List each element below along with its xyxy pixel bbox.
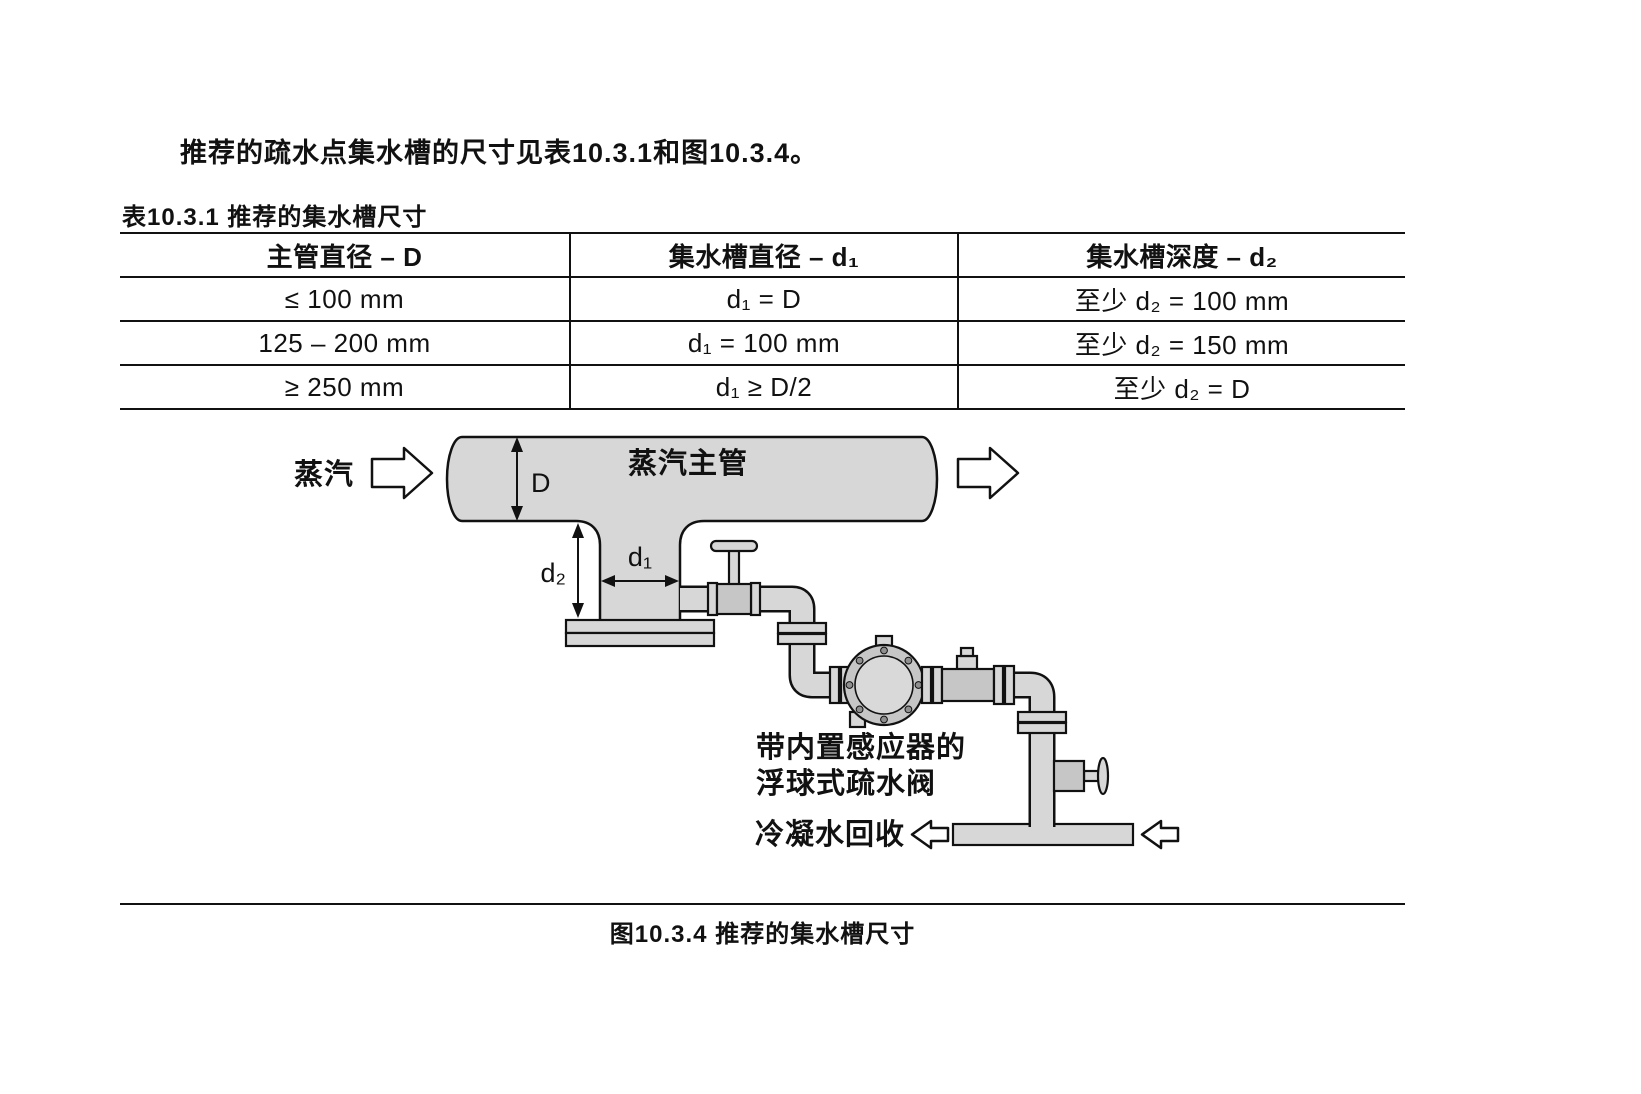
intro-paragraph: 推荐的疏水点集水槽的尺寸见表10.3.1和图10.3.4。 — [180, 138, 819, 168]
drain-pocket-fill — [576, 521, 704, 620]
header-pocket-depth: 集水槽深度 – d₂ — [957, 232, 1405, 278]
table-cell: 至少 d₂ = 100 mm — [957, 277, 1405, 322]
condensate-arrow-right — [1140, 819, 1180, 850]
side-valve — [1052, 756, 1110, 796]
steam-main-pipe-outline — [445, 435, 939, 523]
dimension-d2-arrow: d₂ — [541, 523, 584, 618]
pocket-dimension-table: 主管直径 – D 集水槽直径 – d₁ 集水槽深度 – d₂ ≤ 100 mm … — [120, 232, 1405, 410]
pocket-flange-upper — [564, 618, 716, 635]
pocket-flange-lower — [564, 631, 716, 648]
check-valve-body — [940, 667, 996, 703]
side-valve-handwheel — [1096, 756, 1110, 796]
figure-caption: 图10.3.4 推荐的集水槽尺寸 — [609, 921, 916, 948]
dimension-D-arrow: D — [511, 437, 551, 521]
steam-main-pipe-fill — [447, 437, 937, 521]
trap-outlet-pipe — [1014, 674, 1053, 827]
outlet-drop-flange-upper — [1016, 710, 1068, 724]
table-cell: d₁ = 100 mm — [569, 321, 958, 366]
dimension-d1-arrow: d₁ — [601, 542, 679, 587]
table-row: ≥ 250 mm d₁ ≥ D/2 至少 d₂ = D — [120, 365, 1405, 410]
steam-label: 蒸汽 — [294, 458, 354, 491]
table-cell: d₁ ≥ D/2 — [569, 365, 958, 410]
trap-label-line2: 浮球式疏水阀 — [756, 766, 936, 800]
table-caption: 表10.3.1 推荐的集水槽尺寸 — [122, 204, 428, 231]
valve-handwheel — [709, 539, 759, 553]
dimension-D-label: D — [531, 468, 551, 498]
side-valve-body — [1052, 759, 1086, 793]
table-cell: ≥ 250 mm — [120, 365, 570, 410]
table-header-row: 主管直径 – D 集水槽直径 – d₁ 集水槽深度 – d₂ — [120, 232, 1405, 278]
condensate-return-pipe — [951, 822, 1135, 847]
table-cell: 至少 d₂ = D — [957, 365, 1405, 410]
table-cell: 125 – 200 mm — [120, 321, 570, 366]
inlet-drop-flange-upper — [776, 621, 828, 635]
condensate-return-label: 冷凝水回收 — [755, 818, 905, 851]
flow-arrow-left — [370, 446, 434, 500]
header-main-diameter: 主管直径 – D — [120, 232, 570, 278]
drain-pocket-outline — [575, 519, 705, 620]
table-row: 125 – 200 mm d₁ = 100 mm 至少 d₂ = 150 mm — [120, 321, 1405, 366]
outlet-drop-flange-lower — [1016, 721, 1068, 735]
figure-diagram: 蒸汽 D d₂ d₁ 蒸汽主 — [294, 435, 1180, 851]
dimension-d1-label: d₁ — [628, 542, 652, 572]
trap-label-line1: 带内置感应器的 — [756, 730, 966, 764]
trap-cover — [854, 655, 914, 715]
flow-arrow-right — [956, 446, 1020, 500]
table-cell: d₁ = D — [569, 277, 958, 322]
check-valve — [920, 646, 1016, 706]
header-pocket-diameter: 集水槽直径 – d₁ — [569, 232, 958, 278]
table-cell: 至少 d₂ = 150 mm — [957, 321, 1405, 366]
float-trap — [828, 634, 926, 729]
condensate-arrow-left — [910, 819, 950, 850]
table-row: ≤ 100 mm d₁ = D 至少 d₂ = 100 mm — [120, 277, 1405, 322]
dimension-d2-label: d₂ — [541, 558, 567, 588]
steam-main-label: 蒸汽主管 — [628, 446, 748, 480]
table-cell: ≤ 100 mm — [120, 277, 570, 322]
figure-divider — [120, 903, 1405, 905]
inlet-drop-flange-lower — [776, 632, 828, 646]
isolation-valve — [706, 539, 762, 617]
